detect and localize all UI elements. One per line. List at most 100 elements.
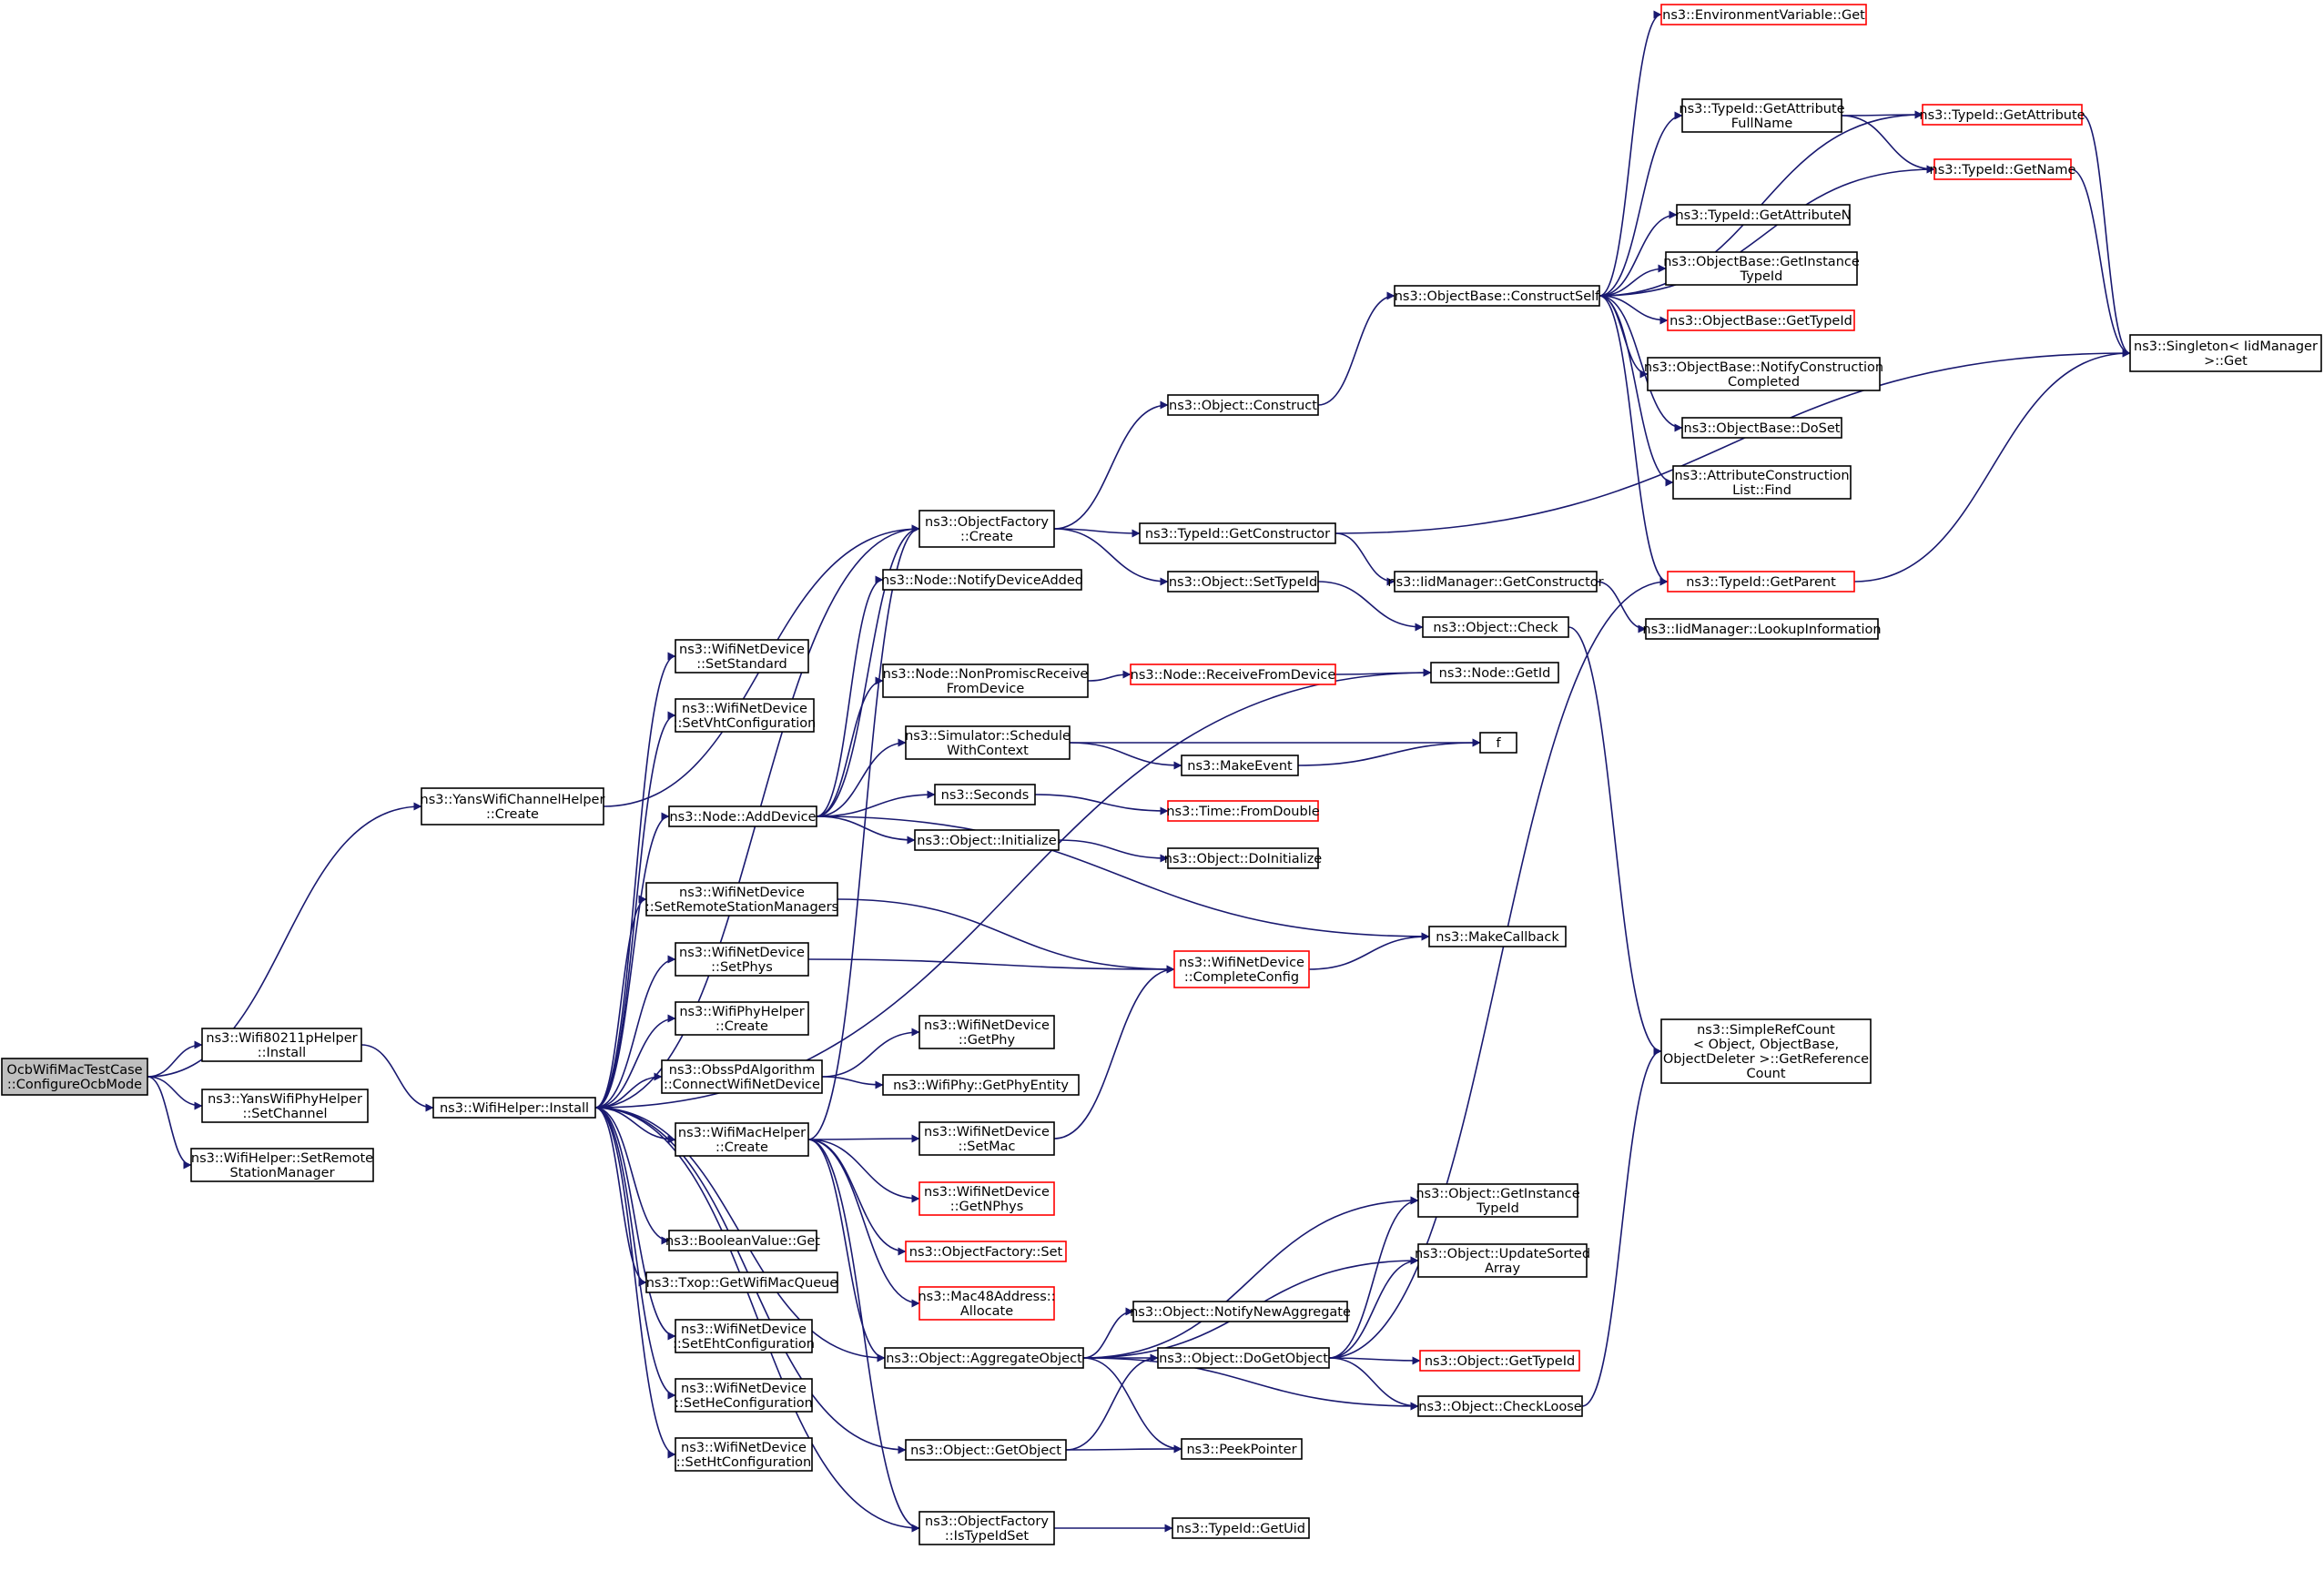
function-node[interactable]: ns3::ObjectBase::DoSet (1681, 417, 1842, 439)
function-node[interactable]: ns3::Object::DoInitialize (1164, 847, 1323, 869)
function-node[interactable]: ns3::Object::DoGetObject (1157, 1347, 1330, 1369)
function-node[interactable]: ns3::WifiNetDevice::SetHtConfiguration (675, 1437, 813, 1472)
node-label: ns3::Object::Initialize (917, 834, 1056, 848)
node-box (1419, 1350, 1580, 1372)
function-node[interactable]: ns3::IidManager::GetConstructor (1387, 571, 1604, 593)
function-node[interactable]: ns3::Mac48Address::Allocate (918, 1286, 1056, 1321)
function-node[interactable]: ns3::Object::AggregateObject (884, 1347, 1084, 1369)
function-node[interactable]: ns3::Object::GetObject (905, 1439, 1067, 1461)
call-edge (360, 1044, 434, 1112)
node-box (1394, 571, 1598, 593)
node-box (1173, 950, 1310, 988)
function-node[interactable]: ns3::WifiPhy::GetPhyEntity (882, 1074, 1080, 1096)
call-edge-path (1058, 839, 1169, 863)
function-node[interactable]: f (1479, 732, 1517, 754)
function-node[interactable]: ns3::Object::SetTypeId (1167, 571, 1319, 593)
function-node[interactable]: ns3::WifiNetDevice::SetStandard (675, 639, 809, 674)
function-node[interactable]: ns3::MakeCallback (1428, 926, 1567, 947)
function-node[interactable]: ns3::IidManager::LookupInformation (1642, 618, 1882, 640)
function-node[interactable]: ns3::Object::Check (1422, 616, 1569, 638)
node-box (1660, 1018, 1872, 1084)
function-node[interactable]: ns3::WifiPhyHelper::Create (675, 1001, 809, 1036)
node-label: ns3::Node::NonPromiscReceive (883, 667, 1089, 682)
function-node[interactable]: ns3::WifiNetDevice::SetEhtConfiguration (673, 1319, 815, 1353)
function-node[interactable]: ns3::TypeId::GetAttributeN (1675, 204, 1852, 226)
function-node[interactable]: ns3::ObjectFactory::IsTypeIdSet (918, 1511, 1055, 1545)
function-node[interactable]: ns3::ObjectBase::GetTypeId (1667, 309, 1855, 331)
function-node[interactable]: ns3::Txop::GetWifiMacQueue (645, 1271, 838, 1293)
node-label: ::SetPhys (711, 960, 773, 975)
function-node[interactable]: ns3::Node::GetId (1430, 662, 1559, 684)
node-label: ns3::Singleton< IidManager (2134, 339, 2318, 354)
function-node[interactable]: ns3::Object::NotifyNewAggregate (1130, 1301, 1351, 1322)
function-node[interactable]: ns3::YansWifiPhyHelper::SetChannel (201, 1089, 369, 1123)
node-label: ns3::WifiHelper::SetRemote (191, 1151, 373, 1166)
function-node[interactable]: ns3::Object::Initialize (914, 829, 1060, 851)
function-node[interactable]: ns3::TypeId::GetUid (1172, 1517, 1310, 1539)
function-node[interactable]: ns3::ObjectFactory::Set (905, 1241, 1067, 1262)
node-label: ::IsTypeIdSet (945, 1529, 1030, 1544)
function-node[interactable]: ns3::Time::FromDouble (1166, 800, 1320, 822)
function-node[interactable]: ns3::YansWifiChannelHelper::Create (421, 787, 605, 826)
function-node[interactable]: ns3::Object::Construct (1167, 394, 1319, 416)
function-node[interactable]: ns3::Seconds (934, 784, 1036, 805)
call-edge-path (816, 524, 920, 817)
call-edge (1058, 839, 1169, 863)
call-edge-path (594, 711, 676, 1109)
node-label: ns3::Node::AddDevice (669, 810, 816, 825)
call-edge (1841, 115, 1935, 174)
function-node[interactable]: ns3::ObjectFactory::Create (918, 510, 1055, 548)
call-edge-path (594, 1107, 676, 1341)
call-edge-path (1841, 115, 1935, 174)
function-node[interactable]: ns3::WifiNetDevice::CompleteConfig (1173, 950, 1310, 988)
function-node[interactable]: ns3::WifiHelper::SetRemoteStationManager (190, 1148, 374, 1182)
function-node[interactable]: ns3::MakeEvent (1181, 755, 1299, 776)
function-node[interactable]: ns3::WifiNetDevice::SetMac (918, 1121, 1055, 1156)
function-node[interactable]: ns3::EnvironmentVariable::Get (1660, 4, 1867, 25)
function-node[interactable]: ns3::WifiNetDevice::SetRemoteStationMana… (645, 882, 838, 917)
function-node[interactable]: ns3::WifiNetDevice::GetPhy (918, 1015, 1055, 1049)
function-node[interactable]: ns3::TypeId::GetParent (1667, 571, 1855, 593)
call-edge-path (807, 1139, 920, 1533)
call-edge (807, 1134, 920, 1143)
function-node[interactable]: ns3::WifiHelper::Install (432, 1097, 596, 1119)
function-node[interactable]: ns3::Object::CheckLoose (1417, 1395, 1583, 1417)
function-node[interactable]: ns3::WifiMacHelper::Create (675, 1122, 809, 1157)
call-edge-path (1317, 581, 1424, 632)
node-box (918, 1511, 1055, 1545)
function-node[interactable]: ns3::TypeId::GetConstructor (1139, 522, 1336, 544)
function-node[interactable]: ns3::Object::GetTypeId (1419, 1350, 1580, 1372)
function-node[interactable]: ns3::WifiNetDevice::SetVhtConfiguration (674, 698, 817, 733)
function-node[interactable]: ns3::WifiNetDevice::GetNPhys (918, 1181, 1055, 1216)
node-box (1417, 1183, 1578, 1218)
function-node[interactable]: ns3::Node::NotifyDeviceAdded (881, 569, 1083, 591)
call-edge (1328, 1357, 1419, 1411)
function-node[interactable]: ns3::Node::ReceiveFromDevice (1130, 663, 1336, 685)
call-edge-path (816, 815, 1430, 941)
node-label: ns3::IidManager::GetConstructor (1387, 575, 1603, 590)
function-node[interactable]: ns3::ObjectBase::ConstructSelf (1394, 285, 1600, 307)
function-node[interactable]: ns3::WifiNetDevice::SetPhys (675, 942, 809, 977)
root-function-node[interactable]: OcbWifiMacTestCase::ConfigureOcbMode (1, 1058, 148, 1096)
function-node[interactable]: ns3::BooleanValue::Get (665, 1230, 820, 1251)
function-node[interactable]: ns3::PeekPointer (1181, 1438, 1303, 1460)
function-node[interactable]: ns3::SimpleRefCount< Object, ObjectBase,… (1660, 1018, 1872, 1084)
function-node[interactable]: ns3::Singleton< IidManager >::Get (2129, 334, 2322, 372)
function-node[interactable]: ns3::Node::AddDevice (668, 805, 817, 827)
node-label: ::GetPhy (959, 1033, 1016, 1048)
call-edge (1598, 165, 1935, 297)
function-node[interactable]: ns3::ObssPdAlgorithm::ConnectWifiNetDevi… (661, 1059, 823, 1094)
call-edge-path (1328, 1356, 1421, 1365)
function-node[interactable]: ns3::Wifi80211pHelper::Install (201, 1028, 362, 1062)
function-node[interactable]: ns3::WifiNetDevice::SetHeConfiguration (675, 1378, 813, 1413)
function-node[interactable]: ns3::ObjectBase::NotifyConstructionCompl… (1644, 357, 1883, 391)
function-node[interactable]: ns3::TypeId::GetName (1930, 158, 2076, 180)
function-node[interactable]: ns3::TypeId::GetAttribute (1919, 104, 2086, 126)
